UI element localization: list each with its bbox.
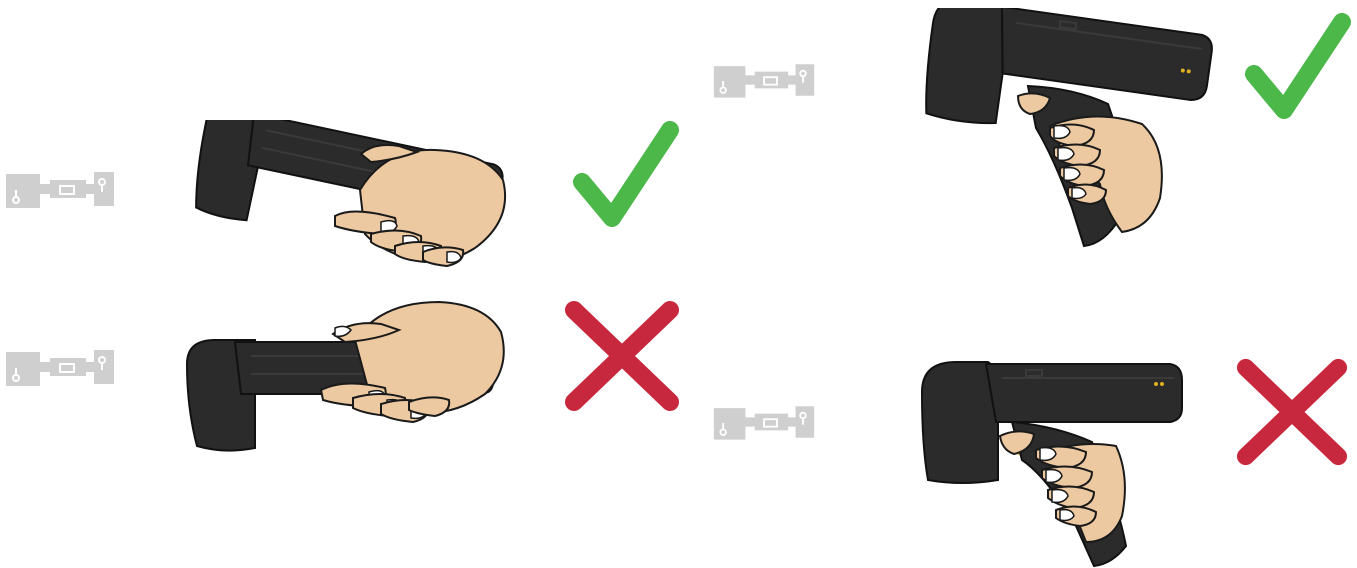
check-mark-icon (1240, 10, 1356, 128)
pistol-held-tilted-illustration (924, 8, 1214, 252)
rfid-tag-icon (4, 344, 116, 390)
rfid-tag-icon (4, 166, 116, 212)
rfid-tag-icon (712, 400, 816, 444)
cross-mark-icon (560, 298, 684, 414)
wand-held-tilted-illustration (185, 120, 515, 270)
cross-mark-icon (1232, 356, 1352, 468)
check-mark-icon (568, 118, 684, 236)
rfid-tag-icon (712, 58, 816, 102)
pistol-held-flat-illustration (916, 356, 1186, 568)
wand-held-flat-illustration (185, 298, 515, 458)
